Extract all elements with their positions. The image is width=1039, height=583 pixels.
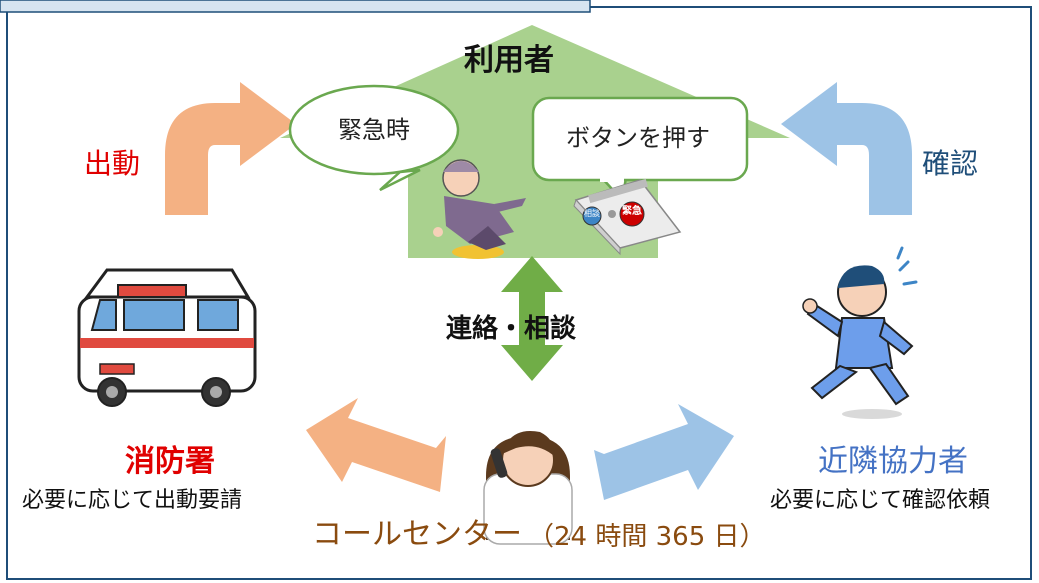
emergency-bubble-text: 緊急時 [338, 116, 410, 144]
confirm-arrow [781, 82, 912, 215]
user-label: 利用者 [464, 43, 554, 78]
contact-arrow [501, 256, 563, 381]
neighbor-note: 必要に応じて確認依頼 [770, 488, 991, 513]
call-center-name: コールセンター [312, 517, 522, 552]
contact-label: 連絡・相談 [446, 314, 577, 344]
dispatch-label: 出動 [84, 147, 141, 180]
header-tab [0, 0, 591, 13]
emergency-bubble [288, 84, 460, 176]
fire-station-name: 消防署 [125, 444, 215, 479]
call-center-operator-illustration [483, 430, 573, 545]
confirm-label: 確認 [922, 147, 979, 180]
device-emergency-label: 緊急 [622, 206, 642, 217]
call-center-hours: （24 時間 365 日） [528, 522, 766, 552]
running-neighbor-illustration [802, 246, 918, 419]
device-consult-label: 相談 [584, 209, 600, 218]
fallen-elderly-person-illustration [433, 159, 526, 259]
ambulance-illustration [77, 268, 257, 407]
dispatch-arrow [165, 82, 296, 215]
emergency-call-device-illustration [573, 178, 682, 256]
button-bubble-text: ボタンを押す [566, 124, 710, 152]
neighbor-name: 近隣協力者 [818, 444, 968, 479]
request-dispatch-arrow [306, 398, 446, 492]
request-confirm-arrow [594, 404, 734, 500]
fire-station-note: 必要に応じて出動要請 [22, 488, 243, 513]
